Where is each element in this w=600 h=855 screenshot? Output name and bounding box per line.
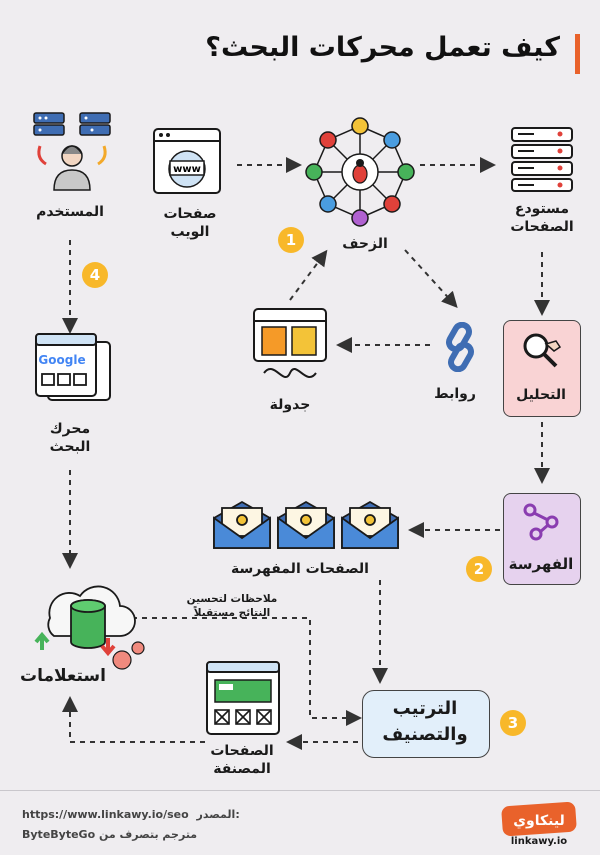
arrow-ranked-to-queries — [62, 696, 205, 743]
search-engine-label: محرك البحث — [49, 421, 91, 456]
user-icon — [33, 112, 111, 191]
translated-note: مترجم بتصرف من ByteByteGo — [22, 828, 198, 841]
indexing-box — [503, 493, 581, 585]
crawler-bug-icon — [305, 117, 415, 227]
step-badge-3: 3 — [500, 710, 526, 736]
user-label: المستخدم — [36, 204, 104, 220]
links-label: روابط — [434, 386, 476, 402]
analysis-label: التحليل — [516, 387, 566, 403]
source-line: https://www.linkawy.io/seo المصدر: — [22, 808, 240, 821]
source-label: المصدر: — [196, 808, 240, 821]
schedule-label: جدولة — [269, 397, 311, 413]
ranked-pages-label: الصفحات المصنفة — [210, 743, 274, 778]
step-badge-4: 4 — [82, 262, 108, 288]
footer-divider — [0, 790, 600, 791]
google-wordmark: Google — [38, 353, 85, 367]
title-accent-bar — [575, 34, 580, 74]
envelopes-icon — [213, 500, 399, 549]
server-stack-icon — [511, 127, 573, 192]
page-title: كيف تعمل محركات البحث؟ — [205, 32, 560, 63]
arrow-schedule-to-crawler — [289, 249, 328, 301]
source-url[interactable]: https://www.linkawy.io/seo — [22, 808, 189, 821]
logo-text: لينكاوي — [513, 813, 565, 830]
magnifier-hand-icon — [523, 333, 562, 368]
crawler-label: الزحف — [342, 236, 388, 252]
queries-label: استعلامات — [20, 666, 106, 686]
schedule-window-icon — [253, 308, 327, 378]
indexed-pages-label: الصفحات المفهرسة — [231, 561, 369, 577]
linkawy-logo: لينكاوي linkawy.io — [501, 801, 577, 846]
step-badge-1: 1 — [278, 227, 304, 253]
ranked-window-icon — [206, 661, 280, 735]
google-browser-icon: Google — [35, 333, 111, 401]
browser-globe-icon: www — [153, 128, 221, 194]
ranking-label: الترتيب والتصنيف — [382, 698, 468, 746]
browser-url-text: www — [173, 164, 201, 175]
node-graph-icon — [523, 503, 559, 541]
ranking-box — [362, 690, 490, 758]
chain-link-icon — [446, 322, 474, 372]
logo-domain: linkawy.io — [511, 836, 567, 846]
web-pages-label: صفحات الويب — [163, 206, 217, 241]
database-cloud-icon — [34, 585, 145, 670]
indexing-label: الفهرسة — [508, 555, 574, 573]
step-badge-2: 2 — [466, 556, 492, 582]
arrow-feedback-to-ranking — [112, 617, 362, 726]
arrow-crawler-to-links — [404, 249, 458, 308]
page-store-label: مستودع الصفحات — [510, 201, 574, 236]
feedback-note: ملاحظات لتحسين النتائج مستقبلاً — [186, 593, 278, 619]
